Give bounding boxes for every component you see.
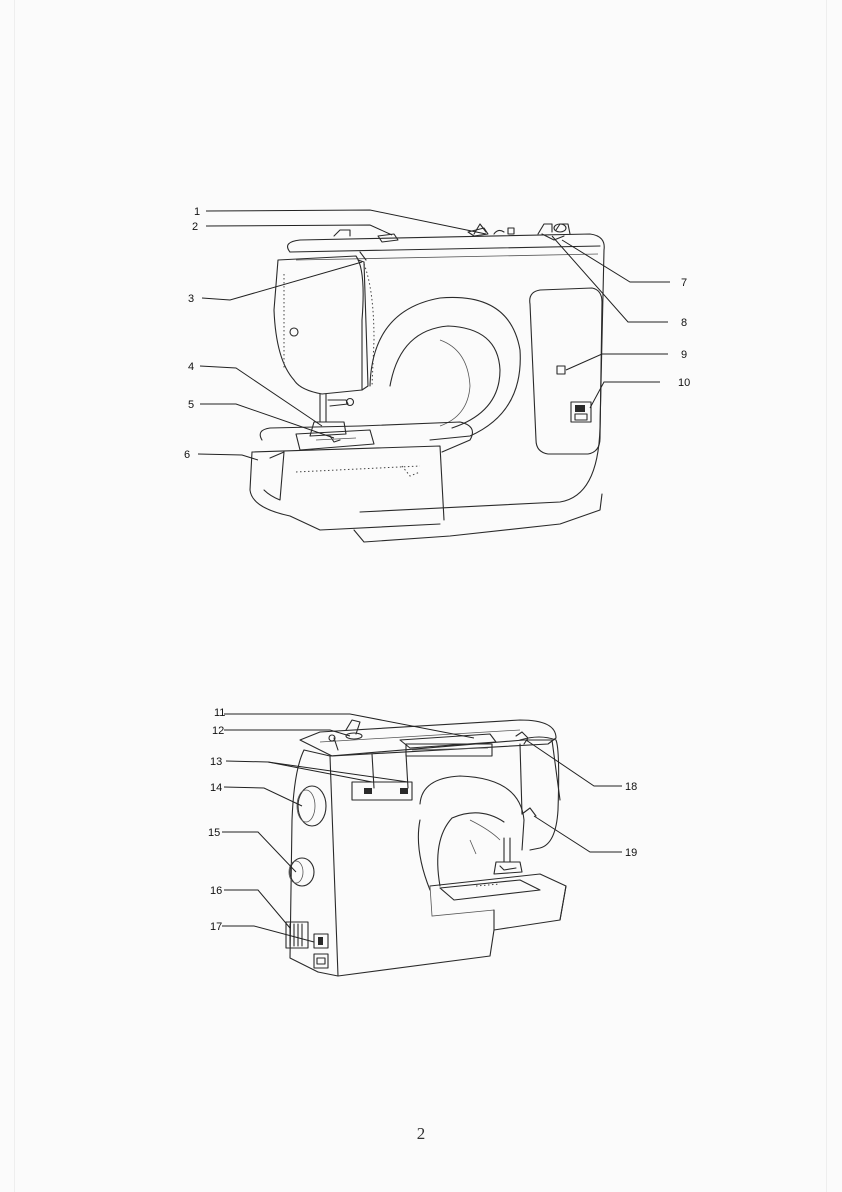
scan-edge-right bbox=[826, 0, 827, 1192]
sewing-machine-front-diagram: 1 2 3 4 5 6 7 8 9 10 bbox=[0, 190, 842, 560]
machine-front-drawing bbox=[250, 224, 604, 542]
part-number: 6 bbox=[184, 449, 190, 461]
part-number: 7 bbox=[681, 277, 687, 289]
sewing-machine-back-diagram: 11 12 13 14 15 16 17 18 19 bbox=[0, 690, 842, 1010]
part-number: 8 bbox=[681, 317, 687, 329]
scan-edge-left bbox=[14, 0, 15, 1192]
machine-back-drawing bbox=[286, 720, 566, 976]
part-number: 11 bbox=[214, 707, 225, 719]
part-number: 4 bbox=[188, 361, 194, 373]
part-number: 12 bbox=[212, 725, 224, 737]
part-number: 18 bbox=[625, 781, 637, 793]
part-number: 16 bbox=[210, 885, 222, 897]
part-number: 13 bbox=[210, 756, 222, 768]
part-number: 14 bbox=[210, 782, 222, 794]
back-part-numbers: 11 12 13 14 15 16 17 18 19 bbox=[208, 707, 637, 933]
part-number: 3 bbox=[188, 293, 194, 305]
part-number: 10 bbox=[678, 377, 690, 389]
part-number: 5 bbox=[188, 399, 194, 411]
page-number: 2 bbox=[0, 1124, 842, 1144]
part-number: 1 bbox=[194, 206, 200, 218]
part-number: 15 bbox=[208, 827, 220, 839]
part-number: 17 bbox=[210, 921, 222, 933]
part-number: 9 bbox=[681, 349, 687, 361]
part-number: 2 bbox=[192, 221, 198, 233]
part-number: 19 bbox=[625, 847, 637, 859]
